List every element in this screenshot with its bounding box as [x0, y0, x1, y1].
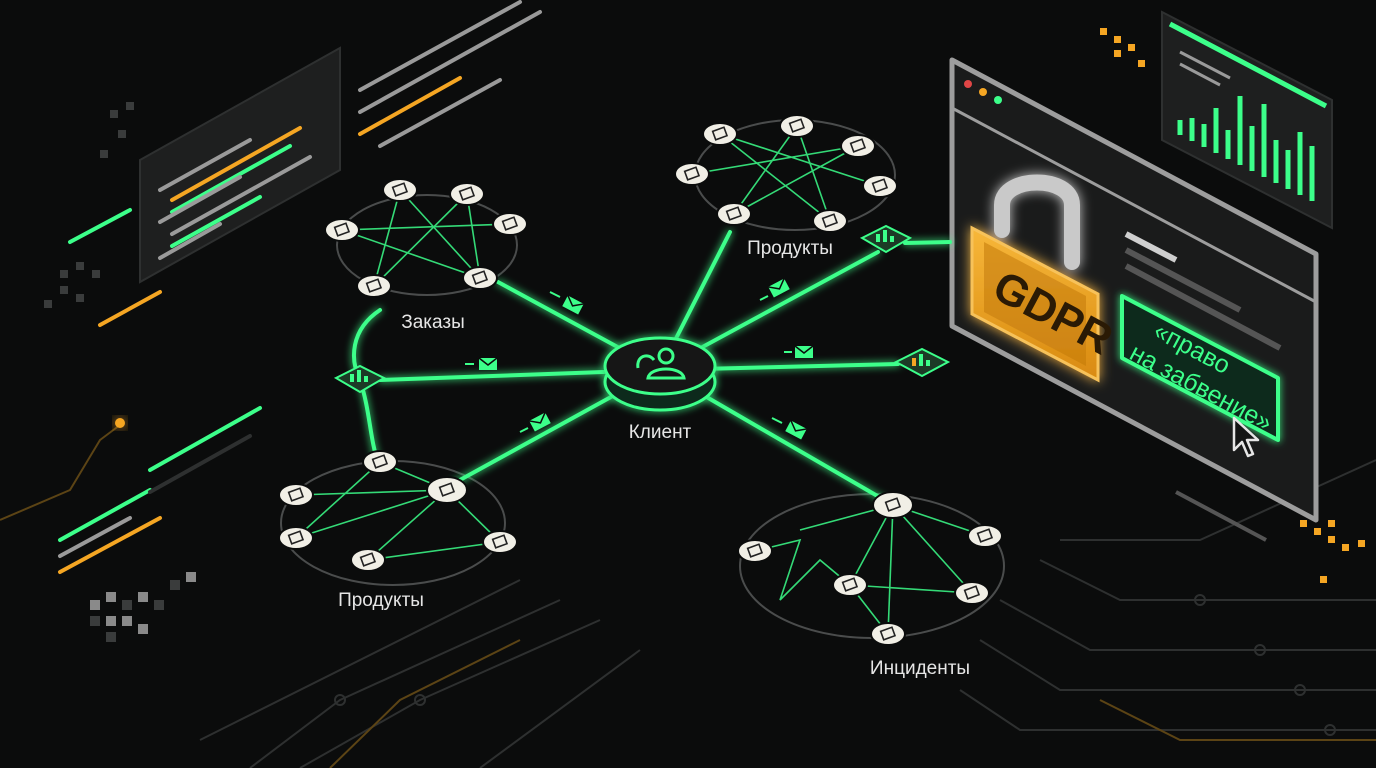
document-icon [356, 274, 392, 298]
document-icon [872, 491, 914, 519]
document-icon [482, 530, 518, 554]
document-icon [492, 212, 528, 236]
document-icon [426, 476, 468, 504]
envelope-icon [768, 278, 790, 298]
cluster-nodes [278, 114, 1003, 646]
envelope-icon [562, 295, 584, 315]
cursor-icon [1232, 416, 1260, 458]
bar-chart-card [1161, 10, 1333, 230]
pixel-blocks-left [44, 102, 196, 642]
envelope-icon [529, 412, 551, 432]
document-icon [324, 218, 360, 242]
document-icon [362, 450, 398, 474]
document-icon [967, 524, 1003, 548]
chart-icon [893, 347, 951, 378]
document-icon [702, 122, 738, 146]
code-panel [139, 46, 341, 284]
center-label: Клиент [629, 422, 692, 443]
document-icon [862, 174, 898, 198]
cluster-label-orders: Заказы [401, 312, 465, 333]
cluster-label-incidents: Инциденты [870, 658, 970, 679]
envelope-icon [794, 345, 814, 358]
decorative-stripes [58, 0, 542, 574]
document-icon [449, 182, 485, 206]
window-minimize-dot[interactable] [979, 88, 987, 96]
cluster-label-products-bottom: Продукты [338, 590, 424, 611]
document-icon [382, 178, 418, 202]
document-icon [462, 266, 498, 290]
chart-icon [859, 224, 913, 254]
client-node[interactable] [603, 336, 717, 412]
window-maximize-dot[interactable] [994, 96, 1002, 104]
user-icon [636, 347, 686, 380]
document-icon [716, 202, 752, 226]
envelope-icon [785, 420, 807, 440]
gdpr-padlock [970, 174, 1100, 383]
chart-icon [333, 364, 387, 394]
chart-chips [333, 224, 951, 394]
document-icon [840, 134, 876, 158]
pixel-blocks-right [1100, 28, 1365, 583]
document-icon [737, 539, 773, 563]
document-icon [350, 548, 386, 572]
window-close-dot[interactable] [964, 80, 972, 88]
document-icon [832, 573, 868, 597]
document-icon [954, 581, 990, 605]
right-to-be-forgotten-button[interactable] [1120, 294, 1280, 442]
orange-dot [115, 418, 125, 428]
document-icon [812, 209, 848, 233]
background-circuits-orange [0, 424, 1376, 768]
cluster-label-products-top: Продукты [747, 238, 833, 259]
document-icon [779, 114, 815, 138]
document-icon [278, 483, 314, 507]
document-icon [278, 526, 314, 550]
envelope-icon [478, 357, 498, 370]
document-icon [870, 622, 906, 646]
data-transfer-messages [465, 278, 814, 440]
document-icon [674, 162, 710, 186]
background-circuits [199, 459, 1376, 768]
